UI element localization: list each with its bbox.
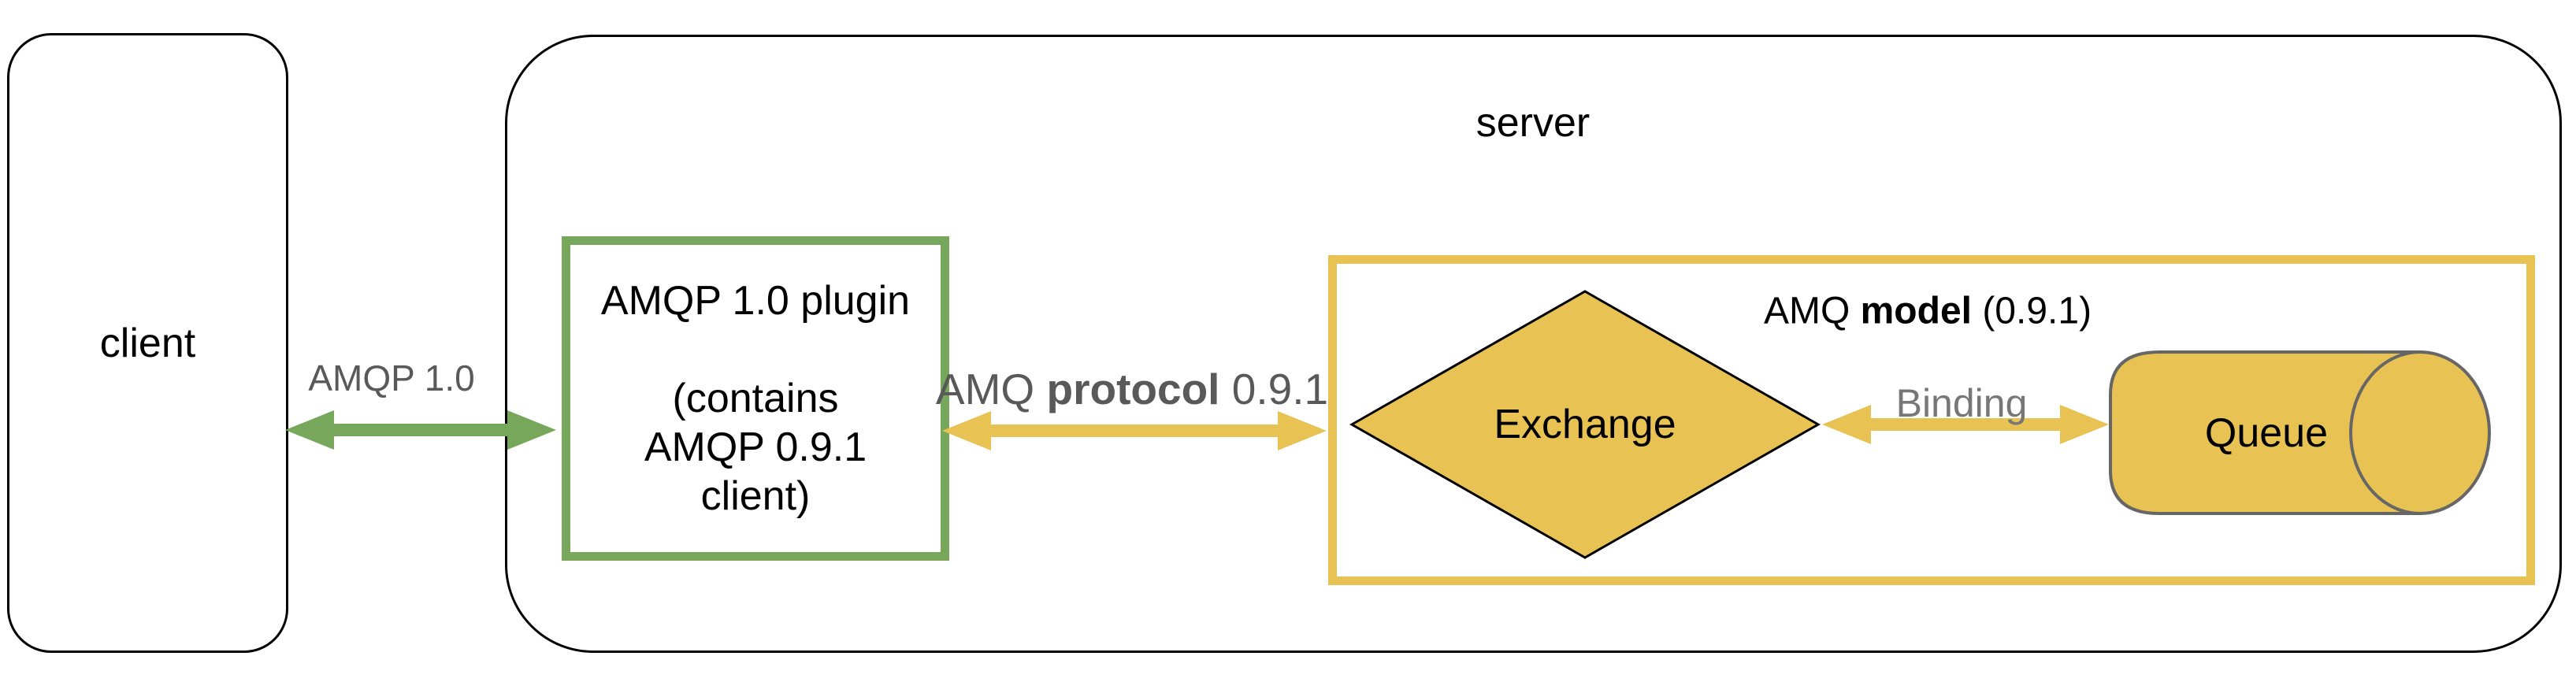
queue-label: Queue — [2204, 410, 2329, 456]
binding-arrow-label: Binding — [1895, 381, 2028, 425]
amq-model-label-bold: model — [1860, 290, 1972, 332]
amq-protocol-label-post: 0.9.1 — [1219, 365, 1329, 413]
plugin-subtitle-line2: AMQP 0.9.1 — [644, 424, 867, 470]
amq-model-label-post: (0.9.1) — [1971, 290, 2092, 332]
client-label: client — [99, 320, 196, 366]
amq-model-box — [1328, 255, 2535, 585]
server-label: server — [1475, 100, 1591, 146]
client-box: client — [7, 33, 288, 653]
binding-double-arrow — [1822, 405, 2109, 444]
amq-model-label-pre: AMQ — [1763, 290, 1861, 332]
amq-protocol-label-bold: protocol — [1046, 365, 1220, 413]
amq-protocol-arrow-label: AMQ protocol 0.9.1 — [936, 364, 1328, 414]
plugin-title: AMQP 1.0 plugin — [600, 278, 911, 324]
amqp-plugin-box: AMQP 1.0 plugin (contains AMQP 0.9.1 cli… — [562, 236, 949, 561]
amq-protocol-double-arrow — [942, 411, 1327, 450]
queue-cylinder-end — [2349, 350, 2491, 515]
plugin-subtitle-line3: client) — [700, 473, 811, 519]
amq-model-label: AMQ model (0.9.1) — [1764, 290, 2092, 333]
exchange-label: Exchange — [1494, 402, 1676, 447]
queue-cylinder-body — [2109, 350, 2420, 515]
amqp10-double-arrow — [285, 410, 556, 450]
amqp10-arrow-label: AMQP 1.0 — [308, 358, 475, 398]
amq-protocol-label-pre: AMQ — [935, 365, 1047, 413]
exchange-diamond — [1349, 290, 1821, 559]
plugin-subtitle-line1: (contains — [672, 376, 839, 421]
